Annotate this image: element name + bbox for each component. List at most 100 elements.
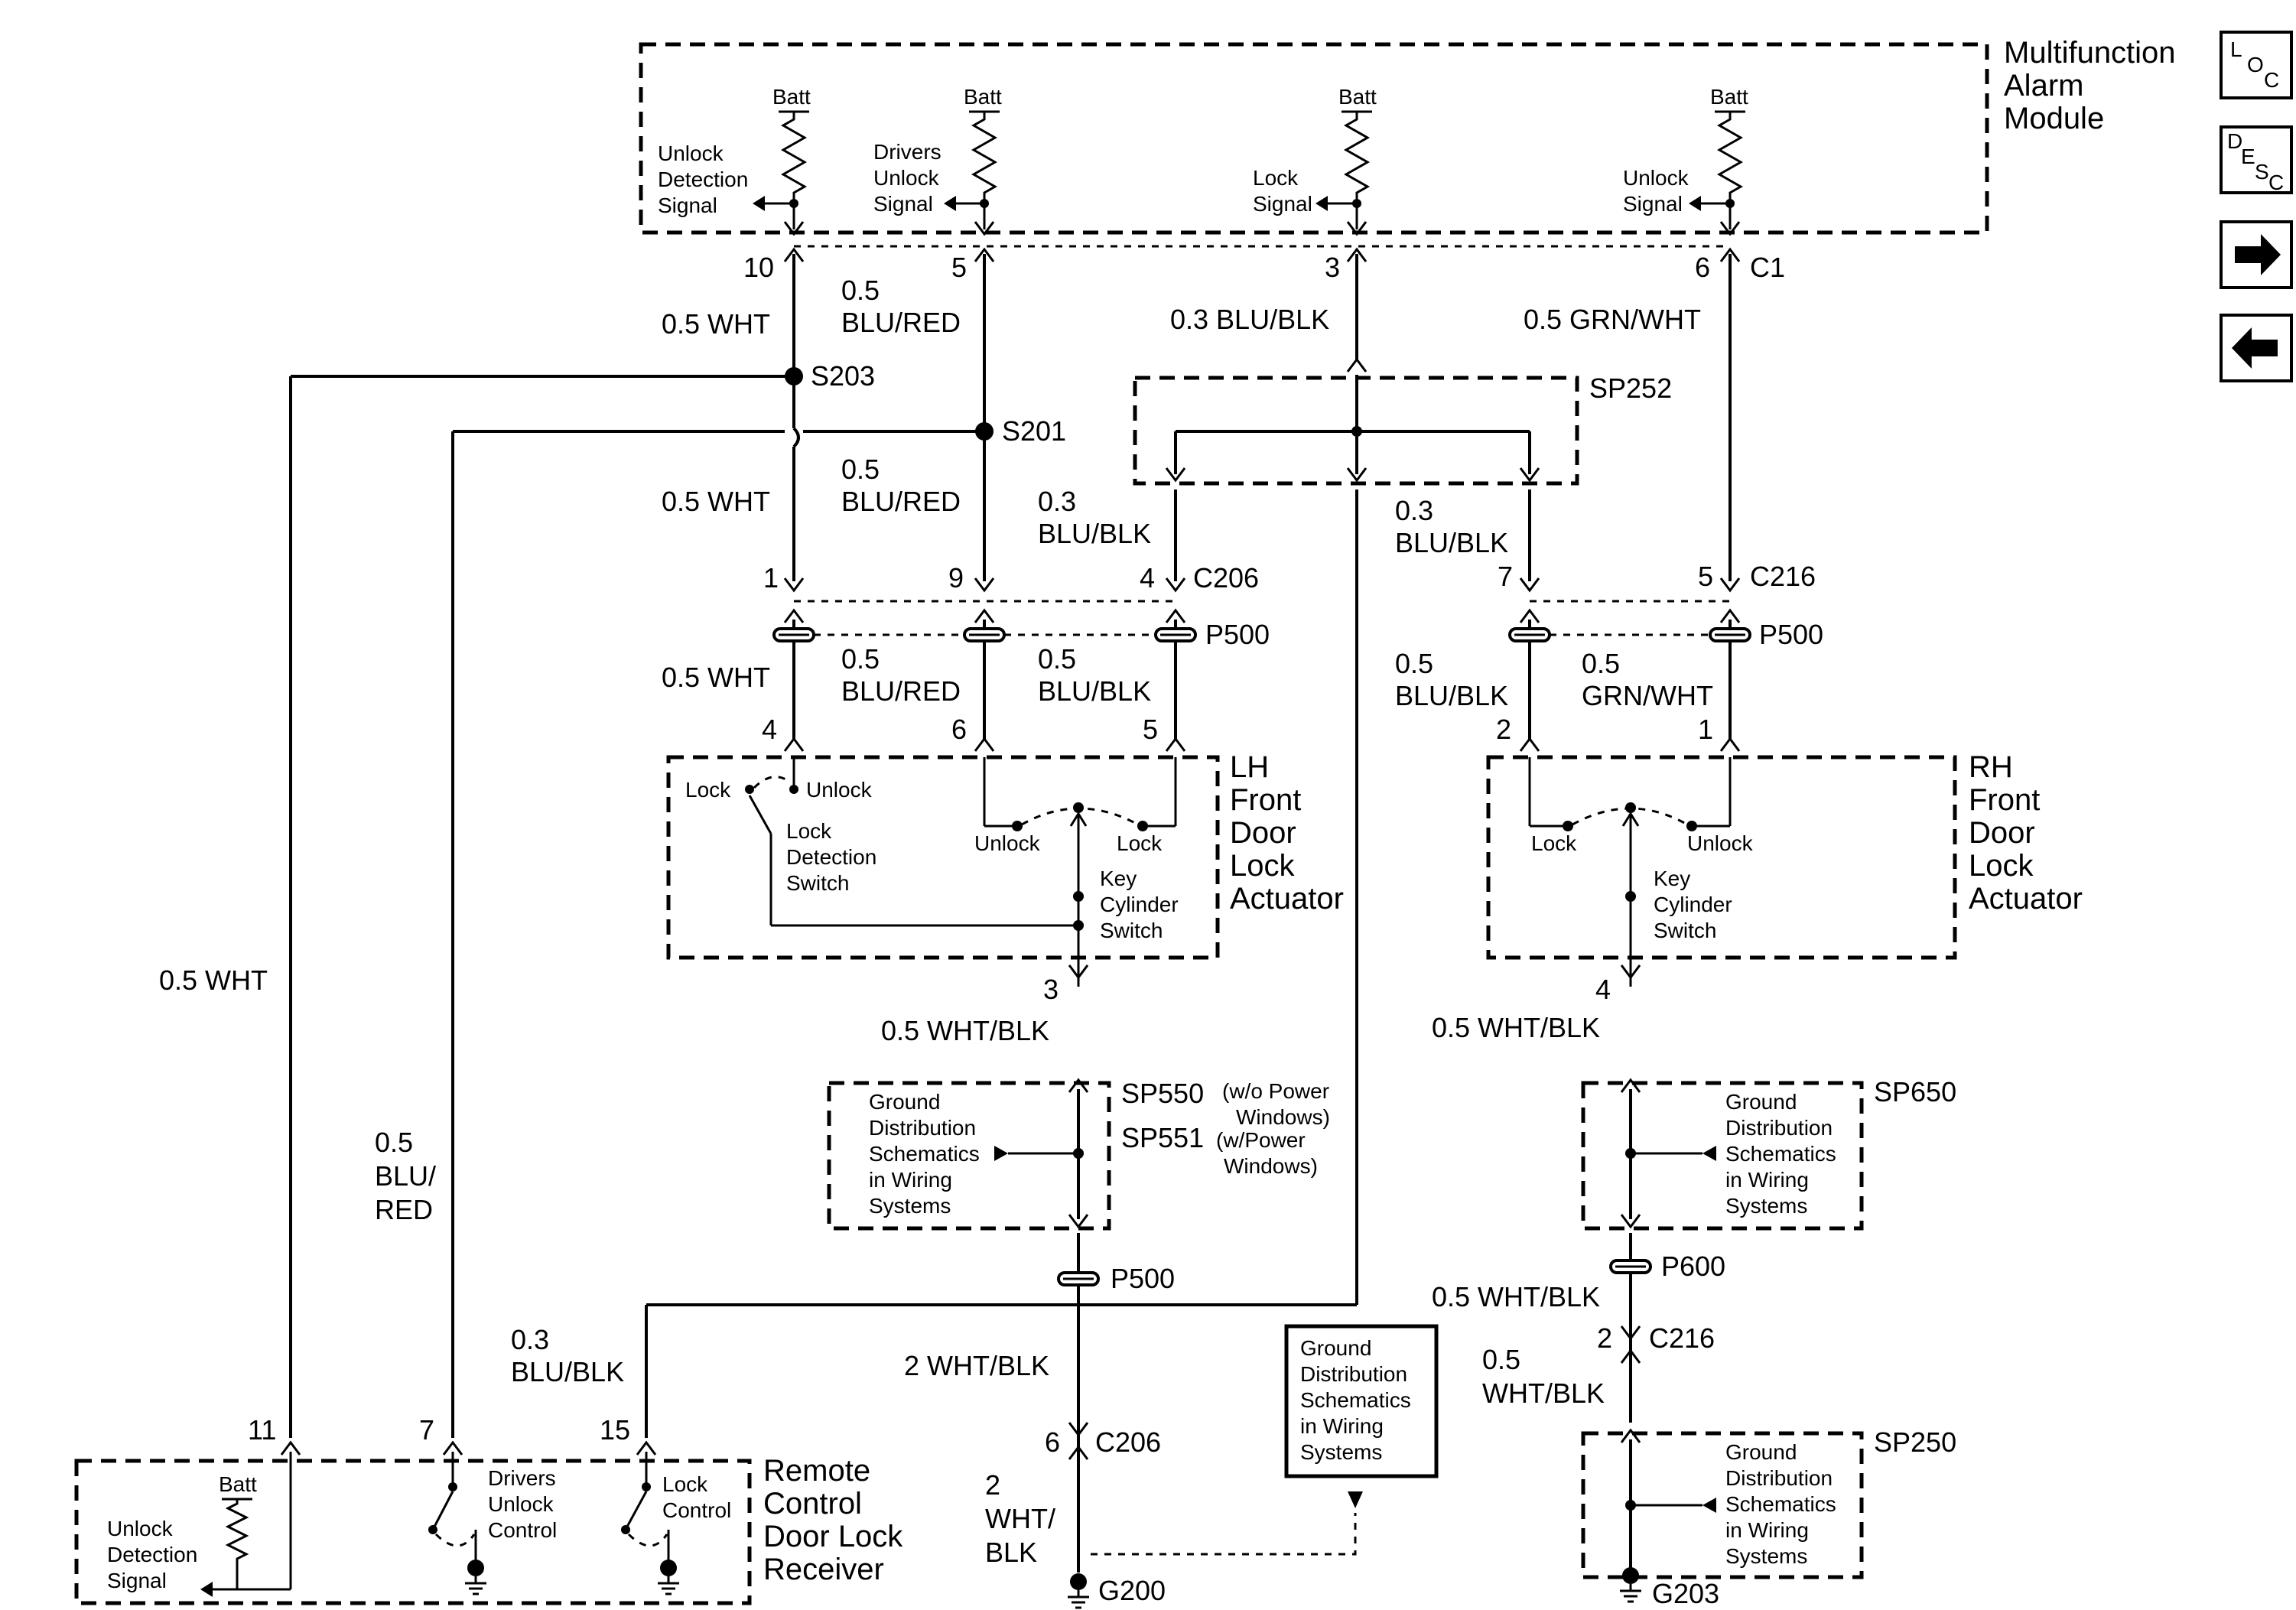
batt-label: Batt <box>1710 85 1748 109</box>
pin-label: 5 <box>951 252 967 283</box>
pin-label: 2 <box>1597 1322 1612 1354</box>
ground-dist-label: Systems <box>1300 1440 1382 1464</box>
wire-label: BLU/BLK <box>1395 527 1508 558</box>
splice-label: S203 <box>811 360 875 392</box>
pin-label: 1 <box>763 562 779 594</box>
key-cylinder-label: Key <box>1100 867 1137 890</box>
wire-label: 0.5 GRN/WHT <box>1524 304 1701 335</box>
batt-label: Batt <box>772 85 811 109</box>
wire-label: BLU/BLK <box>1038 675 1151 707</box>
mam-title-2: Alarm <box>2004 69 2083 102</box>
wire-label: WHT/BLK <box>1482 1377 1605 1409</box>
mam-title-1: Multifunction <box>2004 36 2176 70</box>
rx-signal-label: Signal <box>107 1569 167 1592</box>
pin-label: 11 <box>248 1414 276 1446</box>
loc-button[interactable]: L O C <box>2220 31 2293 99</box>
sp250-box <box>1581 1431 1864 1579</box>
mam-signal-label: Lock <box>1253 166 1299 190</box>
mam-signal-label: Detection <box>658 168 748 191</box>
connector-label: C216 <box>1750 561 1816 592</box>
drivers-unlock-control-label: Drivers <box>488 1466 556 1490</box>
svg-text:O: O <box>2247 53 2264 76</box>
ground-dist-label: Schematics <box>869 1142 980 1166</box>
lock-detection-switch: Lock Unlock Lock Detection Switch <box>685 757 1078 927</box>
pin-label: 5 <box>1698 561 1713 592</box>
mam-title-3: Module <box>2004 102 2104 135</box>
ground-dist-label: Ground <box>869 1090 940 1114</box>
ground-dist-label: Systems <box>1725 1194 1807 1218</box>
wire-label: 0.5 WHT <box>159 964 268 996</box>
lock-detection-label: Switch <box>786 871 849 895</box>
ground-dist-label: in Wiring <box>1300 1414 1384 1438</box>
wire-label: 0.5 <box>1038 643 1076 675</box>
wire-label: BLU/RED <box>841 486 961 517</box>
pin-label: 7 <box>1498 561 1513 592</box>
forward-button[interactable] <box>2220 220 2293 289</box>
p600-connector <box>1609 1259 1652 1274</box>
receiver-unlock-detection: Batt Unlock Detection Signal <box>107 1452 292 1597</box>
wire-label: 0.5 WHT/BLK <box>881 1015 1049 1046</box>
back-button[interactable] <box>2220 314 2293 382</box>
desc-button[interactable]: D E S C <box>2220 125 2293 194</box>
ground-g203 <box>1618 1566 1643 1603</box>
pin-label: 6 <box>951 714 967 745</box>
rh-actuator-title: Door <box>1969 816 2035 850</box>
pin-label: 6 <box>1695 252 1710 283</box>
rh-actuator-title: Front <box>1969 783 2040 817</box>
connector-label: C1 <box>1750 252 1785 283</box>
p500-connector <box>1057 1271 1100 1286</box>
p500-connector <box>963 627 1006 642</box>
wire-label: 0.5 <box>1395 648 1433 679</box>
lh-actuator-title: LH <box>1230 750 1269 784</box>
unlock-label: Unlock <box>806 778 873 802</box>
key-cylinder-label: Switch <box>1654 919 1716 942</box>
receiver-title: Remote <box>763 1454 870 1488</box>
mam-circuit-lock-signal: Batt Lock Signal <box>1253 85 1377 229</box>
ground-dist-label: Ground <box>1725 1440 1797 1464</box>
lh-actuator-title: Front <box>1230 783 1301 817</box>
ground-dist-label: in Wiring <box>1725 1168 1809 1192</box>
splice-label: SP550 <box>1121 1078 1204 1109</box>
pin-label: 15 <box>600 1414 630 1446</box>
connector-label: C206 <box>1095 1426 1161 1458</box>
pin-label: 3 <box>1043 974 1059 1005</box>
key-cylinder-label: Switch <box>1100 919 1163 942</box>
arrow-left-icon <box>2232 327 2278 369</box>
ground-dist-label: Systems <box>869 1194 951 1218</box>
connector-label: C206 <box>1193 562 1259 594</box>
splice-note: Windows) <box>1236 1105 1330 1129</box>
splice-label: S201 <box>1002 415 1066 447</box>
wire-label: 0.5 <box>1482 1344 1520 1375</box>
lock-control-label: Lock <box>662 1472 708 1496</box>
mam-signal-label: Drivers <box>873 140 941 164</box>
receiver-title: Door Lock <box>763 1520 903 1553</box>
ground-dist-label: Schematics <box>1725 1492 1836 1516</box>
key-cylinder-label: Cylinder <box>1654 893 1732 916</box>
pin-label: 4 <box>1595 974 1611 1005</box>
splice-note: Windows) <box>1224 1154 1318 1178</box>
lh-actuator-title: Door <box>1230 816 1296 850</box>
wire-label: BLK <box>985 1537 1037 1568</box>
unlock-label: Unlock <box>1687 831 1754 855</box>
sp550-box <box>827 1081 1111 1231</box>
svg-text:L: L <box>2230 37 2242 61</box>
wire-label: WHT/ <box>985 1503 1055 1534</box>
wire-label: 0.5 WHT/BLK <box>1432 1012 1600 1043</box>
p500-connector <box>1154 627 1197 642</box>
ground-dist-label: Schematics <box>1725 1142 1836 1166</box>
rh-actuator-title: RH <box>1969 750 2013 784</box>
lock-control-label: Control <box>662 1498 731 1522</box>
wire-label: BLU/BLK <box>1395 680 1508 711</box>
mam-signal-label: Unlock <box>1623 166 1689 190</box>
rx-signal-label: Unlock <box>107 1517 174 1540</box>
key-cylinder-label: Key <box>1654 867 1690 890</box>
drivers-unlock-control-label: Control <box>488 1518 557 1542</box>
p500-connector <box>1508 627 1551 642</box>
mam-signal-label: Signal <box>1253 192 1312 216</box>
wire-label: RED <box>375 1194 433 1225</box>
wire-label: BLU/RED <box>841 675 961 707</box>
batt-label: Batt <box>1338 85 1377 109</box>
pin-label: 4 <box>1140 562 1155 594</box>
wire-label: BLU/BLK <box>511 1356 624 1387</box>
svg-text:S: S <box>2255 160 2269 184</box>
